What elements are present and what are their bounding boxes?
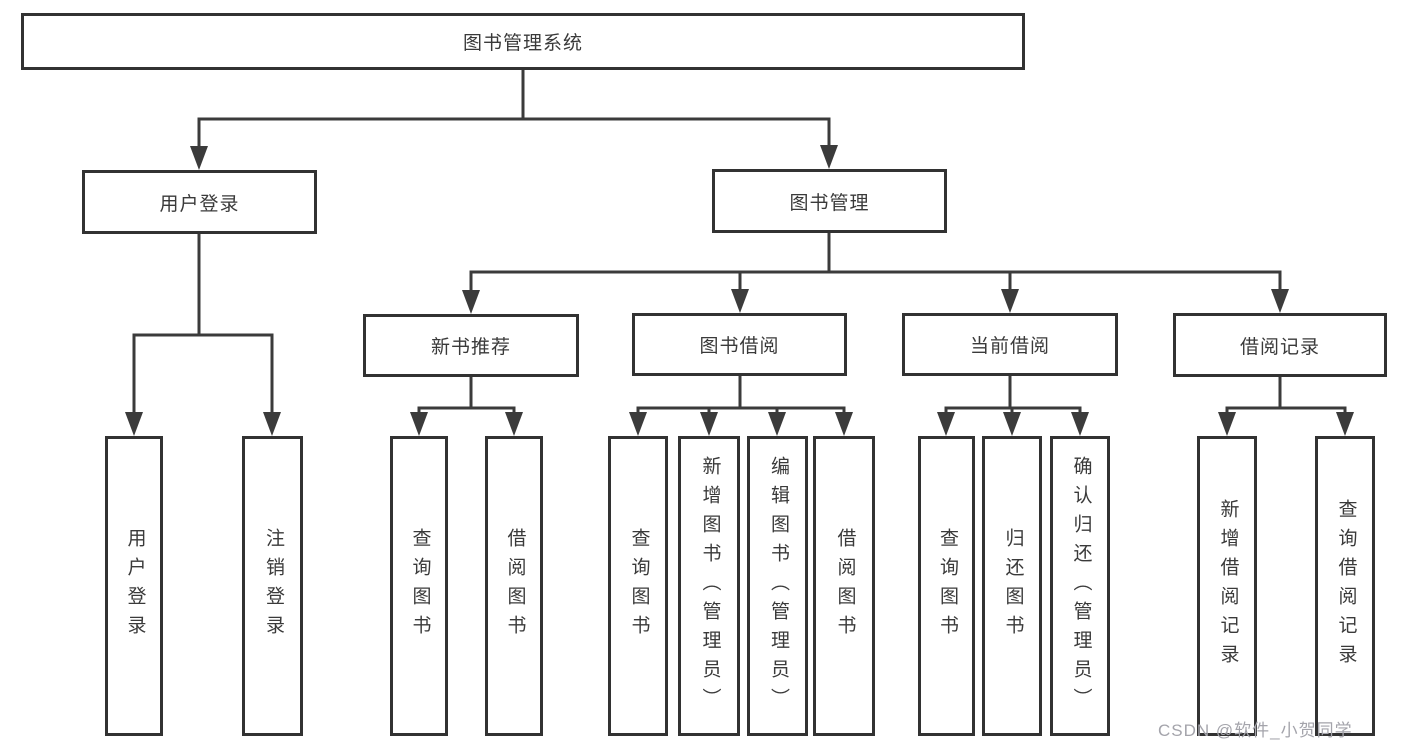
leaf-borrow-books-borrowing: 借阅图书 bbox=[813, 436, 875, 736]
arrowhead bbox=[768, 412, 786, 436]
node-current-borrowing: 当前借阅 bbox=[902, 313, 1118, 376]
leaf-add-book-admin: 新增图书（管理员） bbox=[678, 436, 740, 736]
node-book-management: 图书管理 bbox=[712, 169, 947, 233]
leaf-query-borrow-record: 查询借阅记录 bbox=[1315, 436, 1375, 736]
arrowhead bbox=[835, 412, 853, 436]
arrowhead bbox=[1271, 289, 1289, 313]
leaf-query-books-newbook: 查询图书 bbox=[390, 436, 448, 736]
arrowhead bbox=[700, 412, 718, 436]
node-user-login: 用户登录 bbox=[82, 170, 317, 234]
connector-user-login-split bbox=[132, 234, 274, 416]
leaf-confirm-return-admin: 确认归还（管理员） bbox=[1050, 436, 1110, 736]
connector-new-book-split bbox=[417, 377, 516, 418]
arrowhead bbox=[1003, 412, 1021, 436]
leaf-user-login: 用户登录 bbox=[105, 436, 163, 736]
arrowhead bbox=[505, 412, 523, 436]
leaf-borrow-books-newbook: 借阅图书 bbox=[485, 436, 543, 736]
arrowhead bbox=[731, 289, 749, 313]
watermark: CSDN @软件_小贺同学 bbox=[1158, 721, 1353, 740]
connector-book-management-split bbox=[469, 233, 1282, 293]
arrowhead bbox=[629, 412, 647, 436]
arrowhead bbox=[190, 146, 208, 170]
arrowhead bbox=[410, 412, 428, 436]
leaf-query-books-borrowing: 查询图书 bbox=[608, 436, 668, 736]
connector-borrowing-records-split bbox=[1225, 377, 1347, 418]
arrowhead bbox=[1336, 412, 1354, 436]
arrowhead bbox=[1001, 289, 1019, 313]
arrowhead bbox=[263, 412, 281, 436]
node-borrowing-records: 借阅记录 bbox=[1173, 313, 1387, 377]
leaf-return-book: 归还图书 bbox=[982, 436, 1042, 736]
connector-current-borrowing-split bbox=[944, 376, 1082, 418]
connector-book-borrowing-split bbox=[636, 376, 846, 418]
leaf-query-books-current: 查询图书 bbox=[918, 436, 975, 736]
connector-root-split bbox=[197, 70, 831, 150]
arrowhead bbox=[125, 412, 143, 436]
leaf-add-borrow-record: 新增借阅记录 bbox=[1197, 436, 1257, 736]
arrowhead bbox=[1071, 412, 1089, 436]
node-book-borrowing: 图书借阅 bbox=[632, 313, 847, 376]
arrowhead bbox=[820, 145, 838, 169]
leaf-edit-book-admin: 编辑图书（管理员） bbox=[747, 436, 808, 736]
node-new-book-recommend: 新书推荐 bbox=[363, 314, 579, 377]
leaf-logout: 注销登录 bbox=[242, 436, 303, 736]
arrowhead bbox=[1218, 412, 1236, 436]
node-root: 图书管理系统 bbox=[21, 13, 1025, 70]
arrowhead bbox=[462, 290, 480, 314]
arrowhead bbox=[937, 412, 955, 436]
